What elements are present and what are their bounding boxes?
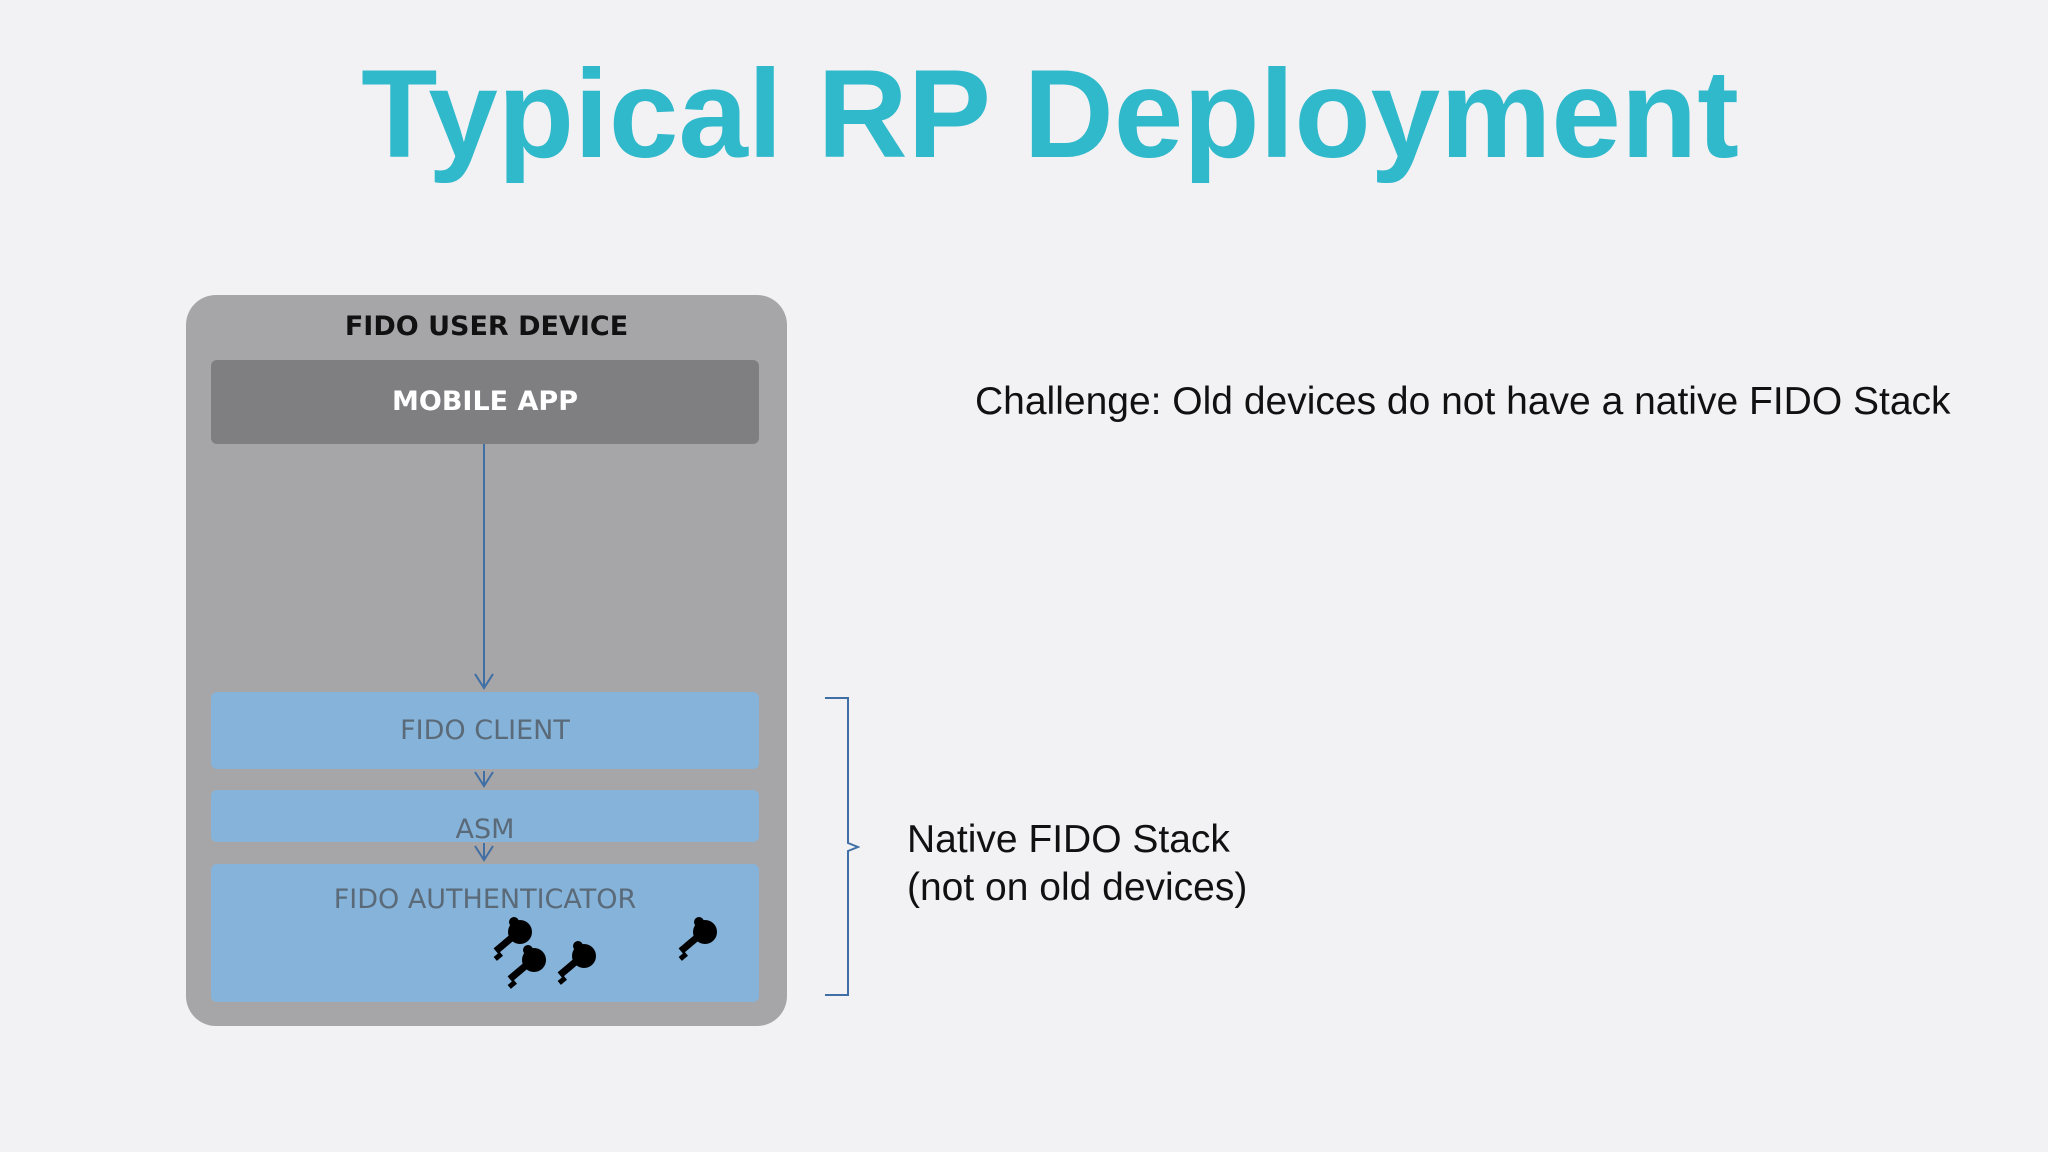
mobile-app-layer: MOBILE APP (211, 360, 759, 444)
key-icon (557, 941, 596, 985)
flow-arrows (474, 444, 494, 862)
key-icon (493, 917, 532, 961)
arrowhead-client (474, 673, 494, 690)
arrowhead-authenticator (474, 845, 494, 862)
fido-authenticator-label: FIDO AUTHENTICATOR (333, 884, 637, 915)
slide-title: Typical RP Deployment (361, 45, 1739, 184)
key-icon (678, 917, 717, 961)
native-stack-brace (825, 697, 860, 996)
key-icon (507, 945, 546, 989)
fido-client-layer: FIDO CLIENT (211, 692, 759, 769)
device-label: FIDO USER DEVICE (344, 311, 629, 342)
arrowhead-asm (474, 771, 494, 788)
native-stack-line1: Native FIDO Stack (907, 818, 1230, 861)
native-stack-note: Native FIDO Stack (not on old devices) (907, 816, 1247, 912)
native-stack-line2: (not on old devices) (907, 866, 1248, 909)
fido-user-device: FIDO USER DEVICE MOBILE APP FIDO CLIENT … (186, 295, 787, 1026)
asm-layer: ASM (211, 790, 759, 845)
challenge-text: Challenge: Old devices do not have a nat… (975, 380, 1951, 423)
fido-authenticator-layer: FIDO AUTHENTICATOR (211, 864, 759, 1002)
